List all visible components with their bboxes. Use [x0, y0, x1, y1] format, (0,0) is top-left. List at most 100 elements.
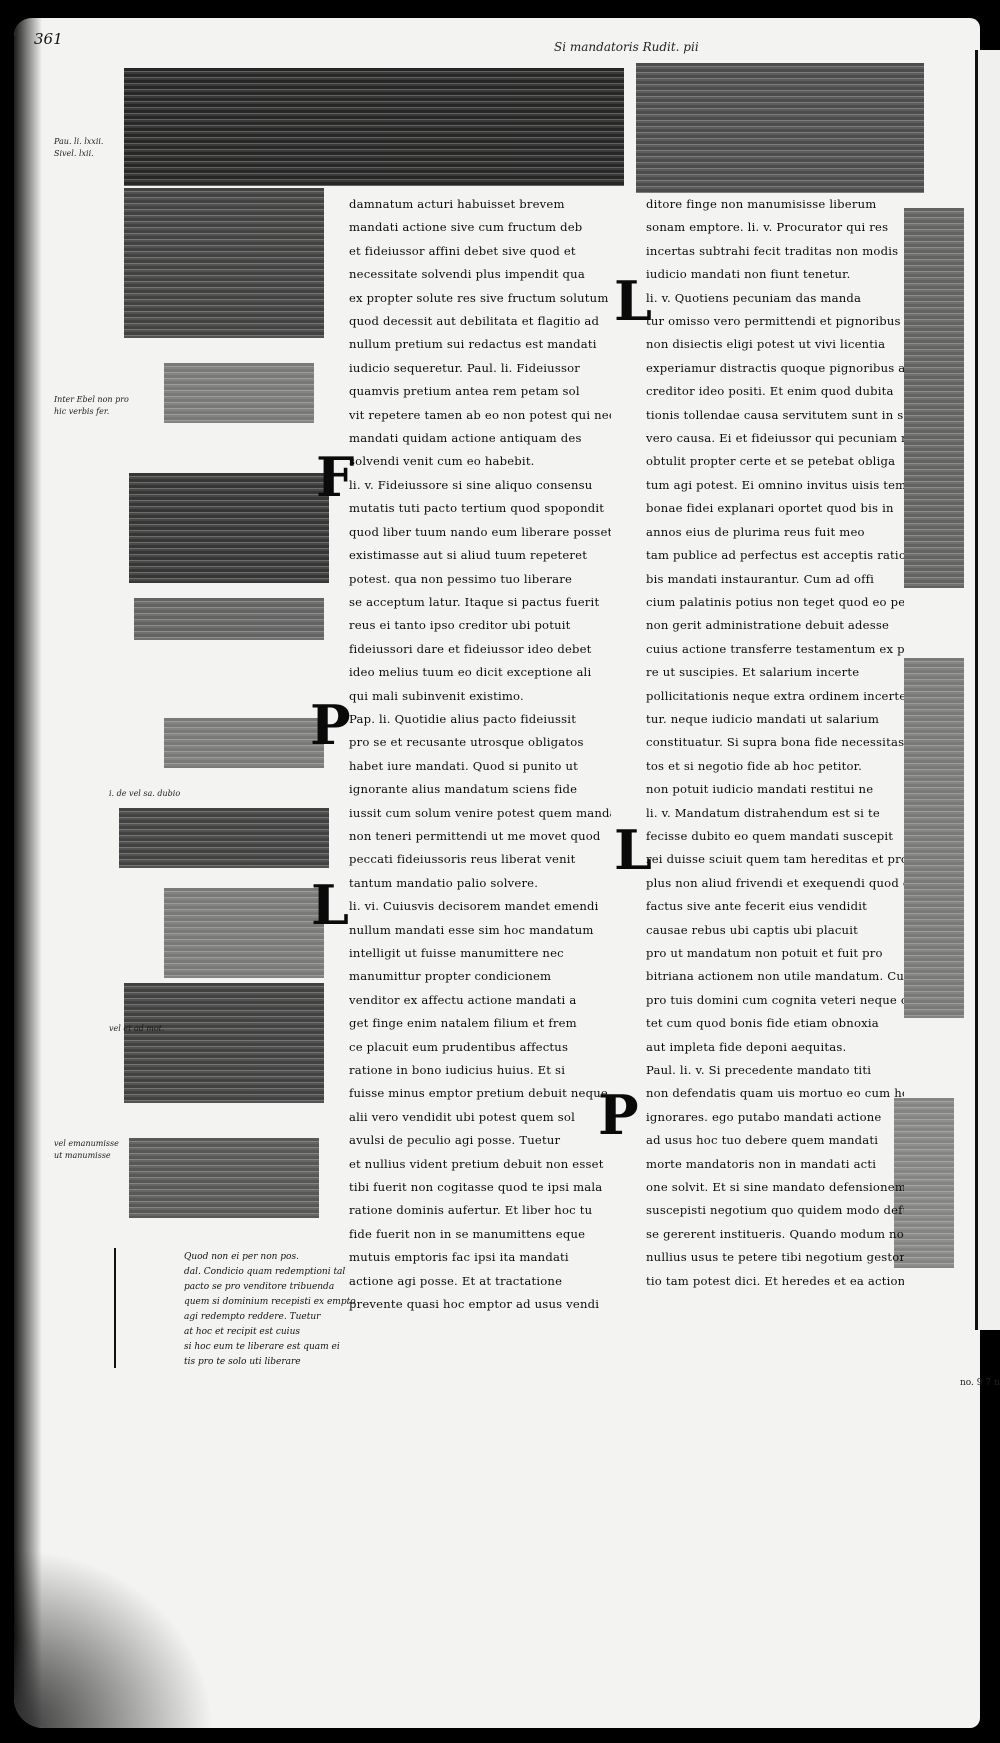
gloss-line: si hoc eum te liberare est quam ei	[184, 1342, 340, 1352]
text-line: iussit cum solum venire potest quem mand…	[349, 805, 611, 820]
margin-note: Sivel. lxii.	[54, 149, 94, 158]
text-line: li. v. Fideiussore si sine aliquo consen…	[349, 477, 593, 492]
text-line: bis mandati instaurantur. Cum ad offi	[646, 571, 875, 586]
decorated-initial: F	[316, 445, 355, 509]
text-line: fide fuerit non in se manumittens eque	[349, 1226, 586, 1241]
margin-note: ut manumisse	[54, 1151, 111, 1160]
text-line: necessitate solvendi plus impendit qua	[349, 267, 585, 282]
text-line: et nullius vident pretium debuit non ess…	[349, 1156, 604, 1171]
text-line: peccati fideiussoris reus liberat venit	[349, 852, 576, 867]
main-text-column-right: ditore finge non manumisisse liberum sona…	[646, 193, 904, 1293]
gloss-line: at hoc et recipit est cuius	[184, 1327, 300, 1337]
gloss-line: tis pro te solo uti liberare	[184, 1357, 301, 1367]
text-line: li. v. Mandatum distrahendum est si te	[646, 805, 880, 820]
text-line: re ut suscipies. Et salarium incerte	[646, 665, 860, 680]
text-line: causae rebus ubi captis ubi placuit	[646, 922, 858, 937]
text-line: nullum pretium sui redactus est mandati	[349, 337, 597, 352]
text-line: ratione dominis aufertur. Et liber hoc t…	[349, 1203, 593, 1218]
text-line: rei duisse sciuit quem tam hereditas et …	[646, 852, 904, 867]
text-line: ce placuit eum prudentibus affectus	[349, 1039, 569, 1054]
text-line: vit repetere tamen ab eo non potest qui …	[349, 407, 611, 422]
text-line: pro ut mandatum non potuit et fuit pro	[646, 946, 883, 960]
text-line: ex propter solute res sive fructum solut…	[349, 290, 609, 305]
text-line: non teneri permittendi ut me movet quod	[349, 828, 601, 843]
text-line: venditor ex affectu actione mandati a	[349, 992, 577, 1007]
text-line: fideiussori dare et fideiussor ideo debe…	[349, 641, 592, 656]
bottom-gloss: Quod non ei per non pos. dal. Condicio q…	[184, 1250, 356, 1370]
text-line: tet cum quod bonis fide etiam obnoxia	[646, 1016, 879, 1031]
margin-note: vel emanumisse	[54, 1139, 119, 1148]
text-line: pro tuis domini cum cognita veteri neque…	[646, 992, 904, 1007]
text-line: prevente quasi hoc emptor ad usus vendi	[349, 1297, 600, 1312]
text-line: pro se et recusante utrosque obligatos	[349, 735, 584, 750]
margin-note: vel et ad mot.	[109, 1024, 165, 1033]
right-gloss-block-1	[904, 208, 964, 588]
text-line: tio tam potest dici. Et heredes et ea ac…	[646, 1273, 904, 1288]
text-line: nullum mandati esse sim hoc mandatum	[349, 922, 594, 937]
text-line: get finge enim natalem filium et frem	[349, 1016, 577, 1031]
text-line: non defendatis quam uis mortuo eo cum ho…	[646, 1086, 904, 1101]
left-gloss-block-9	[129, 1138, 319, 1218]
text-line: mandati actione sive cum fructum deb	[349, 220, 583, 235]
text-line: ignorante alius mandatum sciens fide	[349, 782, 578, 797]
text-line: existimasse aut si aliud tuum repeteret	[349, 548, 588, 563]
top-right-gloss-block	[636, 63, 924, 193]
text-line: experiamur distractis quoque pignoribus …	[646, 360, 904, 375]
margin-note: Inter Ebel non pro	[54, 395, 129, 404]
text-line: suscepisti negotium quo quidem modo defu…	[646, 1203, 904, 1218]
left-gloss-block-8	[124, 983, 324, 1103]
text-line: ad usus hoc tuo debere quem mandati	[646, 1133, 879, 1148]
text-line: li. vi. Cuiusvis decisorem mandet emendi	[349, 899, 599, 914]
left-gloss-block-4	[134, 598, 324, 640]
running-head: Si mandatoris Rudit. pii	[554, 40, 699, 54]
text-line: iudicio sequeretur. Paul. li. Fideiussor	[349, 360, 581, 375]
text-line: ditore finge non manumisisse liberum	[646, 197, 877, 211]
text-line: non disiectis eligi potest ut vivi licen…	[646, 337, 886, 352]
adjacent-page-edge	[975, 50, 1000, 1330]
decorated-initial: P	[310, 693, 351, 757]
text-line: ignorares. ego putabo mandati actione	[646, 1109, 882, 1124]
text-line: mutatis tuti pacto tertium quod spopondi…	[349, 501, 605, 516]
text-line: mutuis emptoris fac ipsi ita mandati	[349, 1250, 569, 1265]
text-line: quamvis pretium antea rem petam sol	[349, 384, 580, 399]
text-line: quod decessit aut debilitata et flagitio…	[349, 314, 600, 329]
text-line: plus non aliud frivendi et exequendi quo…	[646, 875, 904, 890]
text-line: cium palatinis potius non teget quod eo …	[646, 594, 904, 609]
text-line: constituatur. Si supra bona fide necessi…	[646, 735, 904, 750]
text-line: fuisse minus emptor pretium debuit neque…	[349, 1086, 611, 1101]
gloss-line: agi redempto reddere. Tuetur	[184, 1312, 321, 1322]
text-line: factus sive ante fecerit eius vendidit	[646, 899, 867, 914]
margin-note: i. de vel sa. dubio	[109, 789, 181, 798]
text-line: mandati quidam actione antiquam des	[349, 431, 582, 446]
decorated-initial: L	[614, 269, 652, 333]
text-line: tionis tollendae causa servitutem sunt i…	[646, 407, 904, 422]
text-line: se acceptum latur. Itaque si pactus fuer…	[349, 594, 600, 609]
text-line: incertas subtrahi fecit traditas non mod…	[646, 243, 899, 258]
text-line: intelligit ut fuisse manumittere nec	[349, 946, 564, 960]
text-line: creditor ideo positi. Et enim quod dubit…	[646, 384, 894, 399]
text-line: quod liber tuum nando eum liberare posse…	[349, 524, 611, 539]
text-line: tam publice ad perfectus est acceptis ra…	[646, 548, 904, 563]
text-line: ratione in bono iudicius huius. Et si	[349, 1063, 566, 1078]
text-line: tur omisso vero permittendi et pignoribu…	[646, 314, 901, 329]
left-gloss-block-2	[164, 363, 314, 423]
text-line: tos et si negotio fide ab hoc petitor.	[646, 758, 863, 773]
text-line: avulsi de peculio agi posse. Tuetur	[349, 1133, 561, 1148]
text-line: habet iure mandati. Quod si punito ut	[349, 758, 579, 773]
gloss-line: pacto se pro venditore tribuenda	[184, 1282, 335, 1292]
gloss-bracket	[114, 1248, 116, 1368]
text-line: non gerit administratione debuit adesse	[646, 618, 890, 633]
margin-note: hic verbis fer.	[54, 407, 110, 416]
text-line: annos eius de plurima reus fuit meo	[646, 524, 865, 539]
text-line: reus ei tanto ipso creditor ubi potuit	[349, 618, 571, 633]
text-line: cuius actione transferre testamentum ex …	[646, 641, 904, 656]
text-line: alii vero vendidit ubi potest quem sol	[349, 1109, 575, 1124]
text-line: bonae fidei explanari oportet quod bis i…	[646, 501, 894, 516]
text-line: li. v. Quotiens pecuniam das manda	[646, 290, 862, 305]
top-gloss-block	[124, 68, 624, 186]
text-line: sonam emptore. li. v. Procurator qui res	[646, 220, 889, 235]
text-line: potest. qua non pessimo tuo liberare	[349, 571, 573, 586]
folio-number: 361	[34, 30, 63, 48]
text-line: Pap. li. Quotidie alius pacto fideiussit	[349, 711, 577, 726]
